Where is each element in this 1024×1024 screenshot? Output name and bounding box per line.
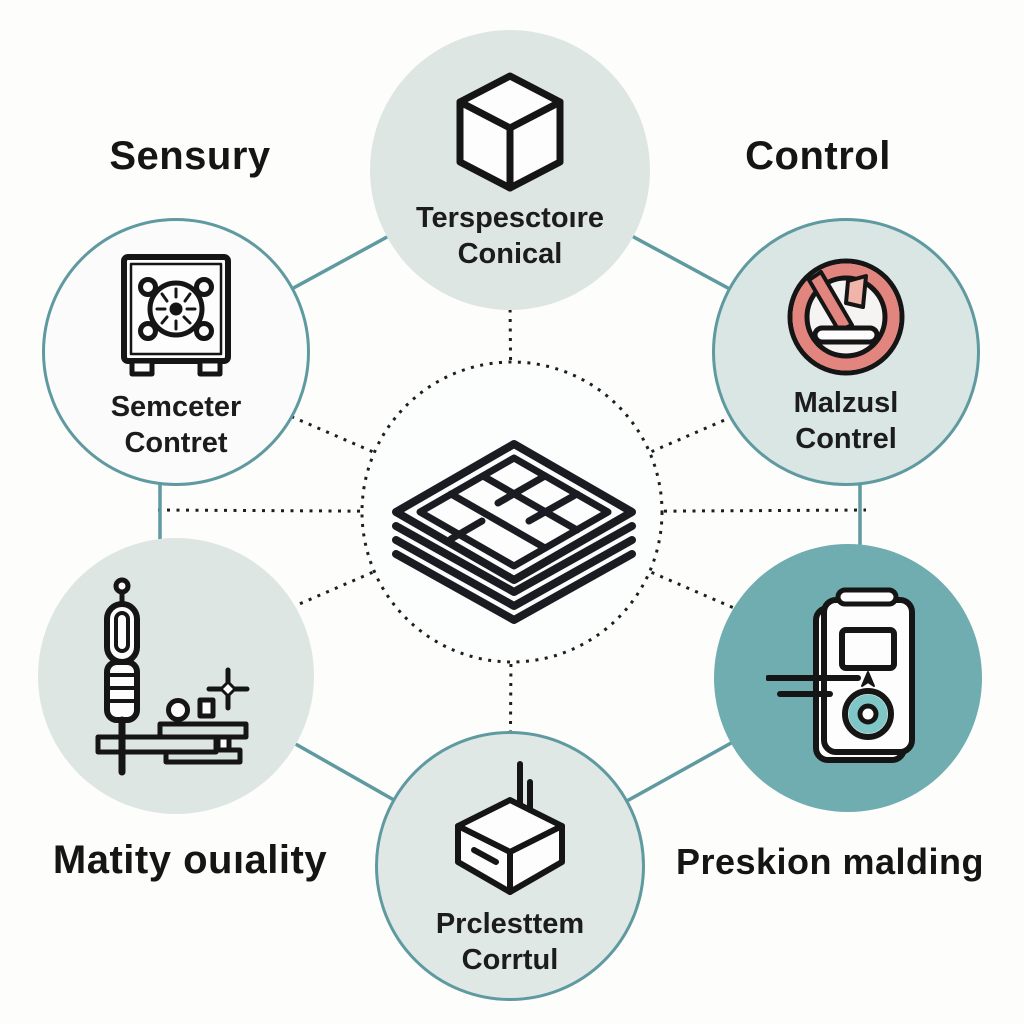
node-top-left-label: Semceter Contret [111, 389, 242, 461]
node-bottom-center: Prclesttem Corrtul [375, 731, 645, 1001]
label-matity-ouality: Matity ouıality [52, 838, 328, 882]
dial-panel-icon [121, 254, 231, 377]
node-top-right-line2: Contrel [795, 423, 897, 455]
node-bottom-right [714, 544, 982, 812]
node-bottom-center-line2: Corrtul [461, 944, 559, 976]
node-top-right-label: Malzusl Contrel [794, 385, 899, 457]
label-control: Control [745, 134, 891, 178]
node-bottom-center-line1: Prclesttem [435, 908, 585, 940]
node-top-center-line2: Conical [457, 238, 563, 270]
node-top-left: Semceter Contret [42, 218, 310, 486]
stacked-layers-icon [392, 440, 636, 624]
node-top-right: Malzusl Contrel [712, 218, 980, 486]
node-bottom-center-label: Prclesttem Corrtul [436, 906, 584, 978]
node-top-right-line1: Malzusl [793, 387, 899, 419]
prohibition-tool-icon [787, 258, 905, 376]
label-sensury: Sensury [109, 134, 271, 178]
cube-icon [456, 72, 564, 192]
open-box-insert-icon [455, 761, 565, 895]
node-top-center-line1: Terspesctoıre [415, 202, 605, 234]
lab-apparatus-icon [95, 577, 250, 776]
node-top-left-line2: Contret [124, 427, 228, 459]
node-top-center: Terspesctoıre Conical [370, 30, 650, 310]
node-top-center-label: Terspesctoıre Conical [416, 200, 604, 272]
label-preskion-malding: Preskion malding [675, 841, 985, 882]
node-top-left-line1: Semceter [110, 391, 242, 423]
handheld-meter-icon [765, 587, 915, 763]
node-bottom-left [38, 538, 314, 814]
